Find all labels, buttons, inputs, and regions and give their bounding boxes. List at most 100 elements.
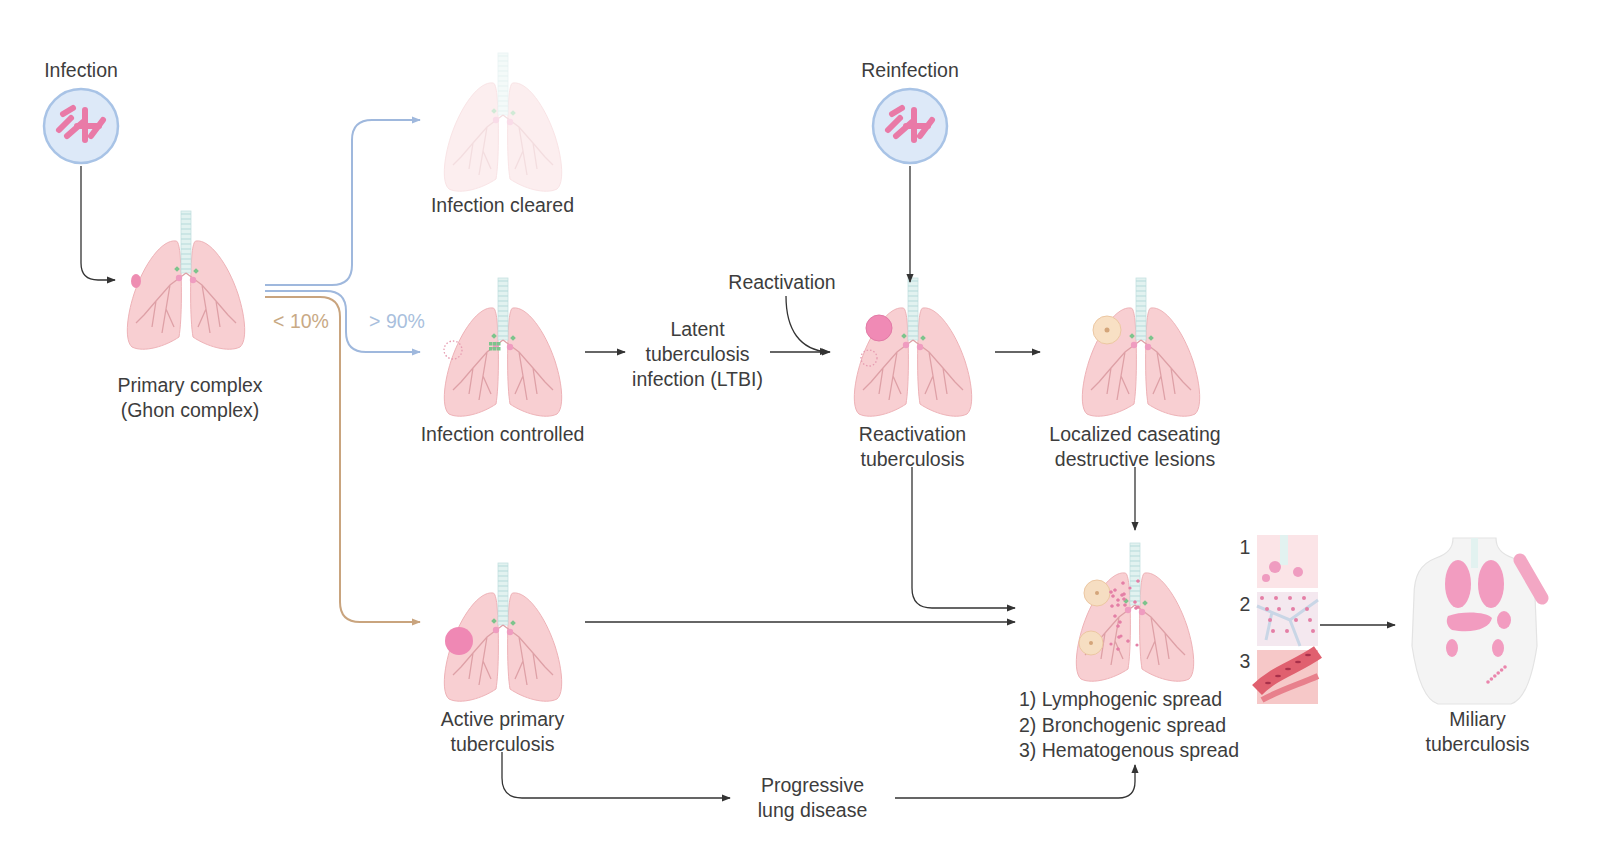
inset-node	[1262, 574, 1270, 582]
inset-dot	[1308, 618, 1312, 622]
blood-vessel	[1262, 676, 1318, 700]
left-lung	[918, 308, 972, 416]
spread-dot	[1126, 639, 1129, 642]
spread-dot	[1121, 581, 1124, 584]
trachea-ring	[181, 259, 191, 260]
trachea-ring	[498, 321, 508, 322]
trachea-ring	[498, 56, 508, 57]
trachea-ring	[181, 249, 191, 250]
trachea-ring	[908, 326, 918, 327]
body-stage: Miliary tuberculosis	[1395, 532, 1560, 752]
calcified-node	[489, 342, 493, 346]
inset-dot	[1305, 607, 1309, 611]
flow-arrow	[895, 765, 1135, 798]
trachea-ring	[498, 601, 508, 602]
lymph-node-green	[491, 333, 497, 339]
calcified-node	[497, 342, 501, 346]
flow-arrow	[1134, 467, 1135, 530]
lung-stage: Primary complex (Ghon complex)	[115, 215, 265, 405]
spread-dot	[1109, 590, 1112, 593]
miliary-dot	[1503, 665, 1507, 669]
right-lung	[444, 83, 498, 191]
trachea-ring	[498, 331, 508, 332]
trachea-ring	[908, 321, 918, 322]
spread-dot	[1116, 598, 1119, 601]
spread-dot	[1116, 624, 1119, 627]
flow-arrow	[585, 621, 1015, 622]
trachea-ring	[181, 239, 191, 240]
trachea-ring	[1136, 301, 1146, 302]
left-lung	[508, 308, 562, 416]
trachea-ring	[181, 269, 191, 270]
spread-dot	[1117, 635, 1120, 638]
node-label: 1) Lymphogenic spread	[1019, 687, 1269, 712]
bacillus	[1285, 668, 1291, 671]
caseating-lesion	[1084, 580, 1110, 606]
trachea-ring	[181, 229, 191, 230]
lymph-node	[507, 119, 513, 125]
spread-dot	[1117, 635, 1120, 638]
trachea-ring	[908, 311, 918, 312]
flow-arrow	[585, 351, 625, 352]
calcified-node	[493, 347, 497, 351]
node-label: Latent tuberculosis infection (LTBI)	[624, 317, 772, 392]
flow-arrow	[1320, 624, 1395, 625]
trachea-ring	[498, 306, 508, 307]
flow-arrow	[912, 467, 1015, 608]
left-lung	[508, 593, 562, 701]
trachea-ring	[181, 224, 191, 225]
blood-vessel	[1257, 652, 1318, 690]
healed-focus	[861, 350, 877, 366]
bacterium-rod	[63, 108, 73, 114]
flow-arrow	[265, 297, 420, 622]
lung-illustration	[1082, 278, 1199, 416]
liver-organ	[1447, 612, 1492, 631]
inset-dot	[1274, 596, 1278, 600]
lung-illustration	[854, 278, 971, 416]
node-label: Active primary tuberculosis	[430, 707, 575, 757]
node-label: Primary complex (Ghon complex)	[108, 373, 273, 423]
trachea-ring	[1136, 331, 1146, 332]
lymph-node-green	[901, 333, 907, 339]
lymph-node	[1131, 342, 1137, 348]
trachea-ring	[908, 301, 918, 302]
trachea-ring	[498, 316, 508, 317]
arm-bone	[1520, 560, 1542, 598]
lesion-center	[1105, 328, 1110, 333]
trachea-ring	[1130, 561, 1140, 562]
inset-lymph	[1257, 535, 1318, 588]
trachea-ring	[1130, 566, 1140, 567]
trachea-ring	[498, 336, 508, 337]
inset-dot	[1277, 607, 1281, 611]
trachea-ring	[498, 281, 508, 282]
inset-bronchi	[1257, 592, 1318, 646]
flow-arrow	[995, 351, 1040, 352]
lymph-node-green	[510, 620, 516, 626]
spread-dot	[1118, 620, 1121, 623]
miliary-dot	[1496, 671, 1500, 675]
spread-dot	[1122, 597, 1125, 600]
flow-arrow	[770, 351, 830, 352]
trachea-ring	[498, 586, 508, 587]
bronchial-tree	[453, 115, 553, 175]
trachea-ring	[181, 219, 191, 220]
reactivation-pointer	[786, 296, 828, 352]
trachea-ring	[908, 331, 918, 332]
process-label: Reactivation	[728, 270, 835, 295]
left-lung	[191, 241, 245, 349]
miliary-dot	[1500, 668, 1504, 672]
trachea-ring	[498, 596, 508, 597]
lymph-node	[176, 275, 182, 281]
spread-dot	[1109, 590, 1112, 593]
spread-dot	[1123, 603, 1126, 606]
trachea-ring	[181, 254, 191, 255]
bacillus	[1295, 661, 1301, 664]
inset-dot	[1294, 618, 1298, 622]
spread-dot	[1116, 603, 1119, 606]
kidney-organ	[1446, 639, 1458, 657]
lymph-node-green	[920, 335, 926, 341]
lung-stage: Infection cleared	[420, 58, 585, 223]
trachea	[1471, 538, 1478, 568]
